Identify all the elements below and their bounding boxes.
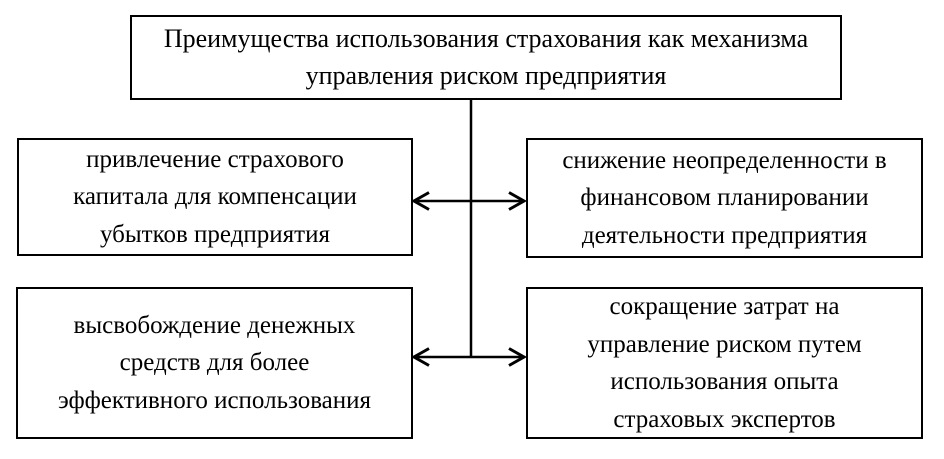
box-cost-reduction: сокращение затрат на управление риском п… (526, 287, 923, 439)
box-reducing-uncertainty-text: снижение неопределенности в финансовом п… (562, 146, 887, 249)
box-cost-reduction-text: сокращение затрат на управление риском п… (587, 293, 862, 433)
box-reducing-uncertainty: снижение неопределенности в финансовом п… (526, 138, 923, 258)
box-attracting-insurance-capital: привлечение страхового капитала для комп… (17, 138, 413, 256)
box-freeing-up-funds-text: высвобождение денежных средств для более… (57, 311, 372, 414)
box-attracting-insurance-capital-text: привлечение страхового капитала для комп… (73, 145, 357, 248)
box-advantages-title: Преимущества использования страхования к… (130, 15, 842, 100)
box-freeing-up-funds: высвобождение денежных средств для более… (16, 287, 413, 439)
double-arrow-row-2-icon (410, 347, 528, 367)
double-arrow-row-1-icon (410, 191, 528, 211)
box-advantages-title-text: Преимущества использования страхования к… (163, 23, 809, 90)
